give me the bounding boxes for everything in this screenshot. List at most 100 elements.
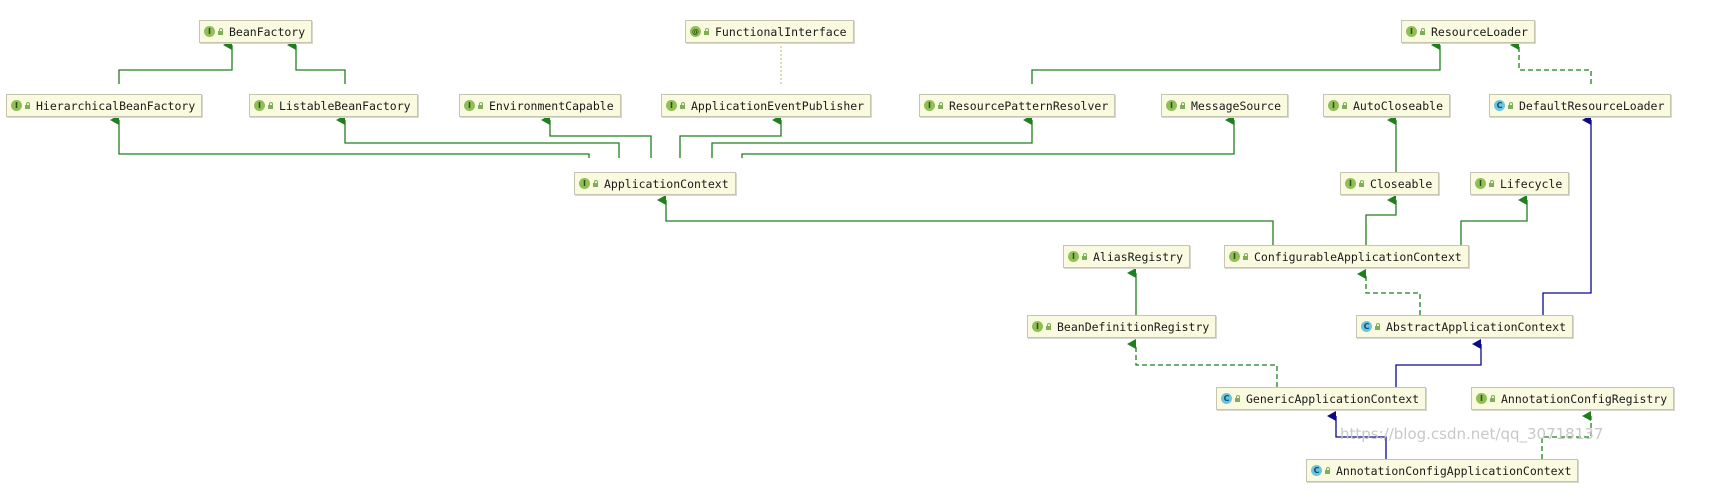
class-icon: C — [1361, 321, 1372, 332]
node-listable-bean-factory[interactable]: I ListableBeanFactory — [249, 94, 418, 117]
edge-appctx-to-listable — [336, 115, 620, 158]
node-functional-interface[interactable]: @ FunctionalInterface — [685, 20, 854, 43]
node-configurable-application-context[interactable]: I ConfigurableApplicationContext — [1224, 245, 1469, 268]
node-label: AnnotationConfigRegistry — [1501, 391, 1668, 406]
node-closeable[interactable]: I Closeable — [1340, 172, 1440, 195]
class-icon: C — [1311, 465, 1322, 476]
public-lock-icon — [1374, 323, 1381, 330]
edge-appctx-to-messagesource — [741, 115, 1235, 158]
edge-hierarchical-to-beanfactory — [118, 40, 233, 84]
node-label: MessageSource — [1191, 98, 1282, 113]
node-label: AliasRegistry — [1093, 249, 1184, 264]
public-lock-icon — [1419, 28, 1426, 35]
interface-icon: I — [11, 100, 22, 111]
node-annotation-config-application-context[interactable]: C AnnotationConfigApplicationContext — [1306, 459, 1579, 482]
node-annotation-config-registry[interactable]: I AnnotationConfigRegistry — [1471, 387, 1675, 410]
public-lock-icon — [1507, 102, 1514, 109]
node-label: AnnotationConfigApplicationContext — [1336, 463, 1572, 478]
public-lock-icon — [1358, 180, 1365, 187]
edge-annoctx-to-generic — [1327, 411, 1387, 459]
interface-icon: I — [1032, 321, 1043, 332]
node-label: ResourceLoader — [1431, 24, 1528, 39]
edge-generic-to-abstract — [1395, 339, 1482, 387]
public-lock-icon — [937, 102, 944, 109]
watermark: https://blog.csdn.net/qq_30718137 — [1340, 425, 1604, 443]
node-alias-registry[interactable]: I AliasRegistry — [1063, 245, 1191, 268]
edge-appctx-to-patternresolver — [711, 115, 1033, 158]
public-lock-icon — [592, 180, 599, 187]
edge-configurable-to-lifecycle — [1460, 195, 1528, 245]
edge-patternresolver-to-resourceloader — [1031, 40, 1441, 84]
edge-appctx-to-eventpublisher — [679, 115, 782, 158]
public-lock-icon — [1341, 102, 1348, 109]
public-lock-icon — [679, 102, 686, 109]
node-bean-factory[interactable]: I BeanFactory — [199, 20, 313, 43]
node-label: AutoCloseable — [1353, 98, 1444, 113]
public-lock-icon — [1242, 253, 1249, 260]
node-label: BeanDefinitionRegistry — [1057, 319, 1210, 334]
public-lock-icon — [1045, 323, 1052, 330]
node-label: FunctionalInterface — [715, 24, 847, 39]
node-application-context[interactable]: I ApplicationContext — [574, 172, 736, 195]
public-lock-icon — [217, 28, 224, 35]
interface-icon: I — [1475, 178, 1486, 189]
interface-icon: I — [1476, 393, 1487, 404]
node-label: ConfigurableApplicationContext — [1254, 249, 1462, 264]
public-lock-icon — [1488, 180, 1495, 187]
interface-icon: I — [464, 100, 475, 111]
public-lock-icon — [1324, 467, 1331, 474]
node-label: Lifecycle — [1500, 176, 1563, 191]
public-lock-icon — [1179, 102, 1186, 109]
node-label: ApplicationContext — [604, 176, 729, 191]
interface-icon: I — [254, 100, 265, 111]
interface-icon: I — [579, 178, 590, 189]
interface-icon: I — [1166, 100, 1177, 111]
public-lock-icon — [1489, 395, 1496, 402]
edge-listable-to-beanfactory — [287, 40, 346, 84]
edge-defaultloader-impl-resourceloader — [1510, 40, 1592, 84]
node-lifecycle[interactable]: I Lifecycle — [1470, 172, 1570, 195]
public-lock-icon — [1081, 253, 1088, 260]
node-message-source[interactable]: I MessageSource — [1161, 94, 1289, 117]
node-label: DefaultResourceLoader — [1519, 98, 1665, 113]
public-lock-icon — [703, 28, 710, 35]
edge-configurable-to-appctx — [657, 195, 1274, 245]
edge-configurable-to-closeable — [1365, 195, 1397, 245]
annotation-icon: @ — [690, 26, 701, 37]
interface-icon: I — [1406, 26, 1417, 37]
edge-abstract-to-defaultloader — [1542, 115, 1592, 315]
edge-generic-impl-beandefreg — [1127, 339, 1278, 387]
node-default-resource-loader[interactable]: C DefaultResourceLoader — [1489, 94, 1672, 117]
class-icon: C — [1494, 100, 1505, 111]
node-resource-loader[interactable]: I ResourceLoader — [1401, 20, 1535, 43]
node-hierarchical-bean-factory[interactable]: I HierarchicalBeanFactory — [6, 94, 203, 117]
public-lock-icon — [267, 102, 274, 109]
node-label: HierarchicalBeanFactory — [36, 98, 196, 113]
node-abstract-application-context[interactable]: C AbstractApplicationContext — [1356, 315, 1574, 338]
interface-icon: I — [1328, 100, 1339, 111]
node-label: BeanFactory — [229, 24, 306, 39]
node-environment-capable[interactable]: I EnvironmentCapable — [459, 94, 621, 117]
node-label: GenericApplicationContext — [1246, 391, 1420, 406]
node-label: AbstractApplicationContext — [1386, 319, 1567, 334]
node-generic-application-context[interactable]: C GenericApplicationContext — [1216, 387, 1427, 410]
node-label: ListableBeanFactory — [279, 98, 411, 113]
public-lock-icon — [1234, 395, 1241, 402]
edge-appctx-to-environment — [541, 115, 652, 158]
node-bean-definition-registry[interactable]: I BeanDefinitionRegistry — [1027, 315, 1217, 338]
node-label: ResourcePatternResolver — [949, 98, 1109, 113]
interface-icon: I — [204, 26, 215, 37]
node-resource-pattern-resolver[interactable]: I ResourcePatternResolver — [919, 94, 1116, 117]
class-icon: C — [1221, 393, 1232, 404]
node-auto-closeable[interactable]: I AutoCloseable — [1323, 94, 1451, 117]
node-label: EnvironmentCapable — [489, 98, 614, 113]
node-label: Closeable — [1370, 176, 1433, 191]
interface-icon: I — [666, 100, 677, 111]
interface-icon: I — [1345, 178, 1356, 189]
edge-abstract-impl-configurable — [1357, 269, 1421, 315]
node-application-event-publisher[interactable]: I ApplicationEventPublisher — [661, 94, 872, 117]
edge-appctx-to-hierarchical — [110, 115, 590, 158]
interface-icon: I — [1229, 251, 1240, 262]
